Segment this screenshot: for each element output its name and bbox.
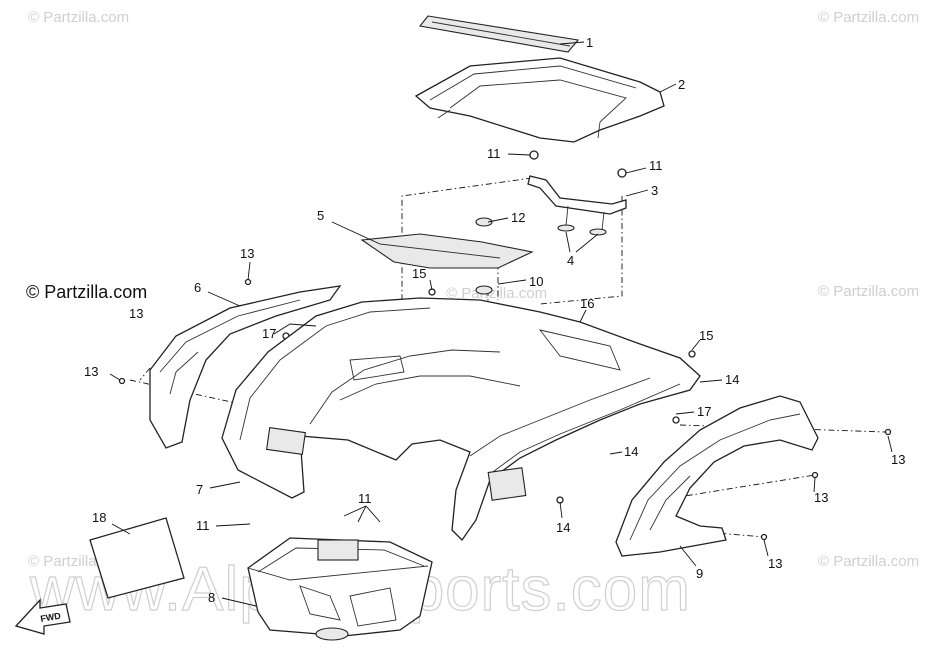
part-2-rack-panel [414,57,665,143]
callout-12: 12 [511,210,525,225]
watermark-center: © Partzilla.com [446,285,547,302]
callout-11-box-top: 11 [358,491,372,506]
part-9-right-fender-flap [615,395,819,557]
watermark-left-dark: © Partzilla.com [26,282,147,302]
callout-11-right: 11 [649,158,663,173]
callout-leaders [109,41,893,607]
callout-13-f: 13 [129,306,143,321]
callout-13-b: 13 [84,364,98,379]
part-5-lid-plate [360,233,534,269]
callout-14-a: 14 [725,372,739,387]
callout-numbers: 1 2 3 4 5 6 7 8 9 10 11 11 11 11 12 13 1… [84,35,905,605]
callout-13-c: 13 [891,452,905,467]
part-6-left-fender-flap [149,285,342,449]
callout-17-a: 17 [262,326,276,341]
callout-10: 10 [529,274,543,289]
watermark-bottom-right: © Partzilla.com [818,553,919,570]
callout-14-b: 14 [624,444,638,459]
callout-15-a: 15 [412,266,426,281]
callout-18: 18 [92,510,106,525]
watermark-right: © Partzilla.com [818,283,919,300]
callout-14-c: 14 [556,520,570,535]
part-18-label-sheet [89,517,185,599]
callout-4: 4 [567,253,574,268]
fwd-label: FWD [40,610,62,623]
callout-7: 7 [196,482,203,497]
callout-1: 1 [586,35,593,50]
callout-3: 3 [651,183,658,198]
part-8-storage-box [247,537,433,641]
fwd-arrow: FWD [14,598,71,635]
callout-13-a: 13 [240,246,254,261]
callout-13-e: 13 [768,556,782,571]
callout-6: 6 [194,280,201,295]
part-7-main-rear-fender [221,297,701,542]
part-3-bracket [527,175,627,231]
callout-9: 9 [696,566,703,581]
callout-17-b: 17 [697,404,711,419]
callout-11-top: 11 [487,146,501,161]
callout-15-b: 15 [699,328,713,343]
callout-8: 8 [208,590,215,605]
callout-13-d: 13 [814,490,828,505]
watermark-top-right: © Partzilla.com [818,9,919,26]
callout-5: 5 [317,208,324,223]
part-4-bushings [557,224,607,236]
watermark-top-left: © Partzilla.com [28,9,129,26]
callout-11-box-left: 11 [196,518,210,533]
part-1-top-strip [418,15,580,53]
callout-16: 16 [580,296,594,311]
callout-2: 2 [678,77,685,92]
